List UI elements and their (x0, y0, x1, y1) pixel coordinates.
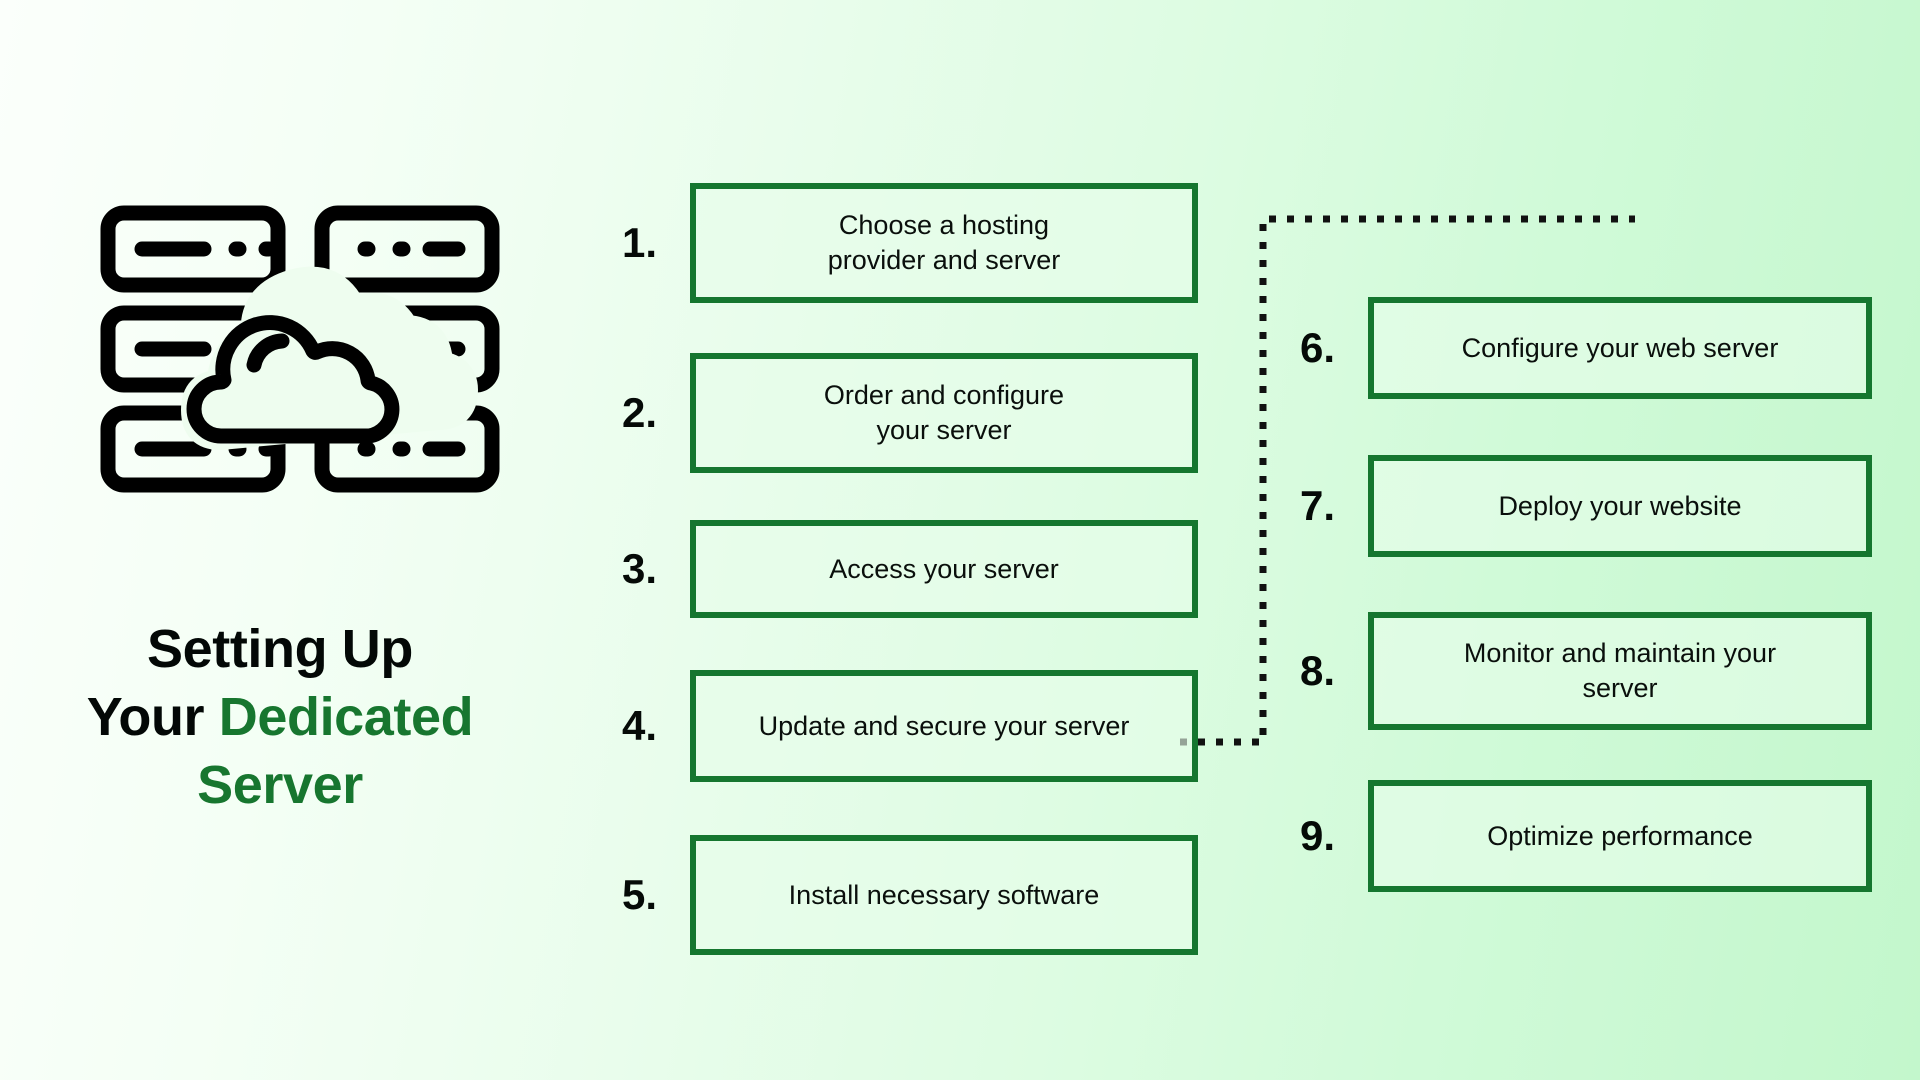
step-box-9[interactable]: Optimize performance (1368, 780, 1872, 892)
step-box-4[interactable]: Update and secure your server (690, 670, 1198, 782)
step-box-2[interactable]: Order and configure your server (690, 353, 1198, 473)
step-box-8[interactable]: Monitor and maintain your server (1368, 612, 1872, 730)
step-number-5: 5. (622, 871, 658, 918)
step-box-5[interactable]: Install necessary software (690, 835, 1198, 955)
step-number-7: 7. (1300, 482, 1336, 529)
title-line-2-plain: Your (86, 687, 219, 748)
page-title: Setting Up Your Dedicated Server (0, 615, 560, 819)
title-line-2: Your Dedicated (0, 683, 560, 751)
step-number-4: 4. (622, 702, 658, 749)
step-number-2: 2. (622, 389, 658, 436)
step-number-8: 8. (1300, 647, 1336, 694)
flow-step-9[interactable]: 9. Optimize performance (1300, 780, 1872, 892)
flow-step-2[interactable]: 2. Order and configure your server (622, 353, 1198, 473)
brand-panel: Setting Up Your Dedicated Server (0, 0, 560, 1080)
step-box-6[interactable]: Configure your web server (1368, 297, 1872, 399)
flow-step-7[interactable]: 7. Deploy your website (1300, 455, 1872, 557)
step-box-7[interactable]: Deploy your website (1368, 455, 1872, 557)
step-number-1: 1. (622, 219, 658, 266)
flow-step-8[interactable]: 8. Monitor and maintain your server (1300, 612, 1872, 730)
step-number-6: 6. (1300, 324, 1336, 371)
server-rack-cloud-icon (100, 205, 500, 495)
step-number-3: 3. (622, 545, 658, 592)
step-number-9: 9. (1300, 812, 1336, 859)
title-line-1: Setting Up (147, 619, 413, 679)
step-box-3[interactable]: Access your server (690, 520, 1198, 618)
flow-step-3[interactable]: 3. Access your server (622, 520, 1198, 618)
step-box-1[interactable]: Choose a hosting provider and server (690, 183, 1198, 303)
flow-step-6[interactable]: 6. Configure your web server (1300, 297, 1872, 399)
flow-step-1[interactable]: 1. Choose a hosting provider and server (622, 183, 1198, 303)
title-line-3: Server (197, 755, 363, 816)
flow-step-4[interactable]: 4. Update and secure your server (622, 670, 1198, 782)
title-line-2-accent: Dedicated (218, 687, 474, 748)
flow-step-5[interactable]: 5. Install necessary software (622, 835, 1198, 955)
